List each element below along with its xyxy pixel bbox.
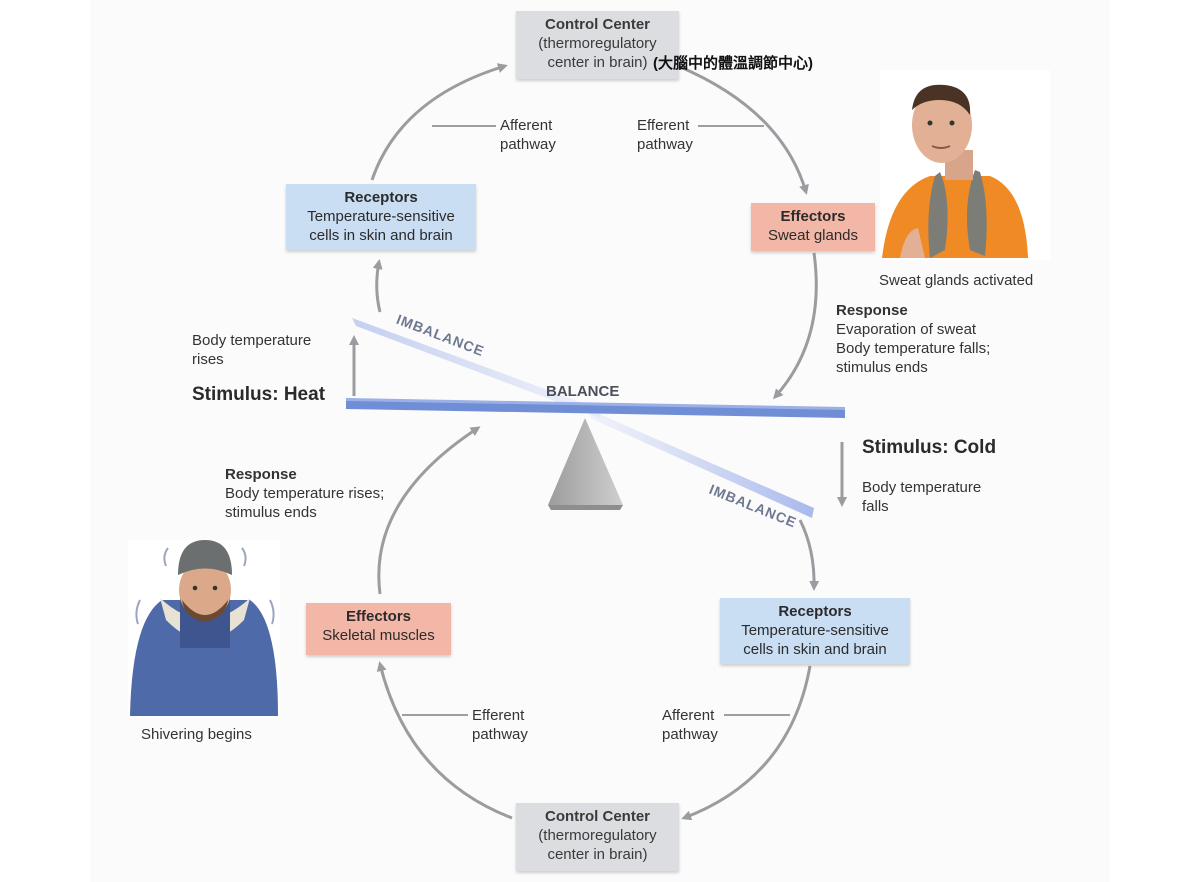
control-center-box-top: Control Center (thermoregulatory center … — [516, 11, 679, 79]
stimulus-cold-label: Stimulus: Cold — [862, 437, 997, 458]
effectors-title-bottom: Effectors — [345, 608, 412, 625]
efferent-pathway-label-top: Efferent pathway — [637, 116, 693, 154]
body-temp-falls-line2: falls — [862, 498, 889, 515]
afferent-pathway-line1-top: Afferent — [500, 117, 553, 134]
effectors-box-top: Effectors Sweat glands — [751, 203, 875, 251]
sweating-man-illustration — [880, 70, 1050, 260]
cold-response-text: Response Body temperature rises; stimulu… — [225, 465, 384, 522]
afferent-pathway-label-top: Afferent pathway — [500, 116, 556, 154]
control-center-line1-bottom: (thermoregulatory — [538, 827, 657, 844]
arrow-receptors-to-control-center-top — [370, 63, 508, 181]
balance-beam — [346, 400, 845, 418]
arrow-effectors-to-balance-bottom — [377, 426, 481, 595]
imbalance-beam-bottom — [590, 410, 814, 518]
fulcrum-shadow — [548, 505, 623, 510]
heat-response-title: Response — [836, 302, 908, 319]
receptors-title-top: Receptors — [344, 189, 418, 206]
effectors-title-top: Effectors — [780, 208, 846, 225]
receptors-line1-bottom: Temperature-sensitive — [741, 622, 889, 639]
arrow-receptors-to-control-center-bottom — [681, 665, 812, 821]
shivering-begins-caption: Shivering begins — [141, 726, 252, 743]
efferent-pathway-line2-bottom: pathway — [472, 726, 528, 743]
shivering-man-illustration — [128, 540, 280, 718]
receptors-title-bottom: Receptors — [778, 603, 852, 620]
afferent-pathway-label-bottom: Afferent pathway — [662, 706, 718, 744]
arrow-imbalance-to-receptors-bottom — [798, 519, 820, 591]
afferent-pathway-line1-bottom: Afferent — [662, 707, 715, 724]
efferent-pathway-line2-top: pathway — [637, 136, 693, 153]
body-temp-falls-label: Body temperature falls — [862, 478, 981, 516]
effectors-box-bottom: Effectors Skeletal muscles — [306, 603, 451, 655]
receptors-box-top: Receptors Temperature-sensitive cells in… — [286, 184, 476, 250]
body-temp-falls-line1: Body temperature — [862, 479, 982, 496]
receptors-line1-top: Temperature-sensitive — [307, 208, 455, 225]
stimulus-heat-label: Stimulus: Heat — [192, 384, 326, 405]
control-center-chinese-note: (大腦中的體溫調節中心) — [653, 55, 813, 72]
receptors-box-bottom: Receptors Temperature-sensitive cells in… — [720, 598, 910, 664]
cold-response-line1: Body temperature rises; — [225, 485, 385, 502]
efferent-pathway-line1-top: Efferent — [637, 117, 690, 134]
heat-response-text: Response Evaporation of sweat Body tempe… — [836, 301, 990, 377]
balance-label: BALANCE — [546, 383, 620, 400]
effectors-line1-bottom: Skeletal muscles — [322, 627, 435, 644]
control-center-line2-bottom: center in brain) — [547, 846, 648, 863]
control-center-line2-top: center in brain) — [547, 54, 648, 71]
body-temp-rises-line2: rises — [192, 351, 224, 368]
efferent-pathway-label-bottom: Efferent pathway — [472, 706, 528, 744]
balance-beam-top-face — [346, 398, 845, 410]
arrow-control-center-to-effectors-top — [677, 64, 809, 195]
effectors-line1-top: Sweat glands — [767, 227, 859, 244]
efferent-pathway-line1-bottom: Efferent — [472, 707, 525, 724]
arrow-effectors-to-balance-top — [773, 252, 818, 400]
control-center-line1-top: (thermoregulatory — [538, 35, 657, 52]
cold-response-title: Response — [225, 466, 297, 483]
heat-response-line2: Body temperature falls; — [836, 340, 991, 357]
receptors-line2-bottom: cells in skin and brain — [743, 641, 887, 658]
afferent-pathway-line2-bottom: pathway — [662, 726, 718, 743]
receptors-line2-top: cells in skin and brain — [309, 227, 453, 244]
body-temp-rises-label: Body temperature rises — [192, 331, 311, 369]
afferent-pathway-line2-top: pathway — [500, 136, 556, 153]
imbalance-beam-top — [352, 318, 602, 418]
arrow-stimulus-heat-to-receptors — [372, 259, 383, 313]
control-center-title-top: Control Center — [545, 16, 650, 33]
control-center-title-bottom: Control Center — [545, 808, 650, 825]
fulcrum — [548, 418, 623, 505]
body-temp-rises-line1: Body temperature — [192, 332, 312, 349]
control-center-box-bottom: Control Center (thermoregulatory center … — [516, 803, 679, 871]
heat-response-line1: Evaporation of sweat — [836, 321, 977, 338]
sweat-glands-activated-caption: Sweat glands activated — [879, 272, 1034, 289]
cold-response-line2: stimulus ends — [225, 504, 317, 521]
arrow-control-center-to-effectors-bottom — [376, 661, 513, 820]
heat-response-line3: stimulus ends — [836, 359, 928, 376]
